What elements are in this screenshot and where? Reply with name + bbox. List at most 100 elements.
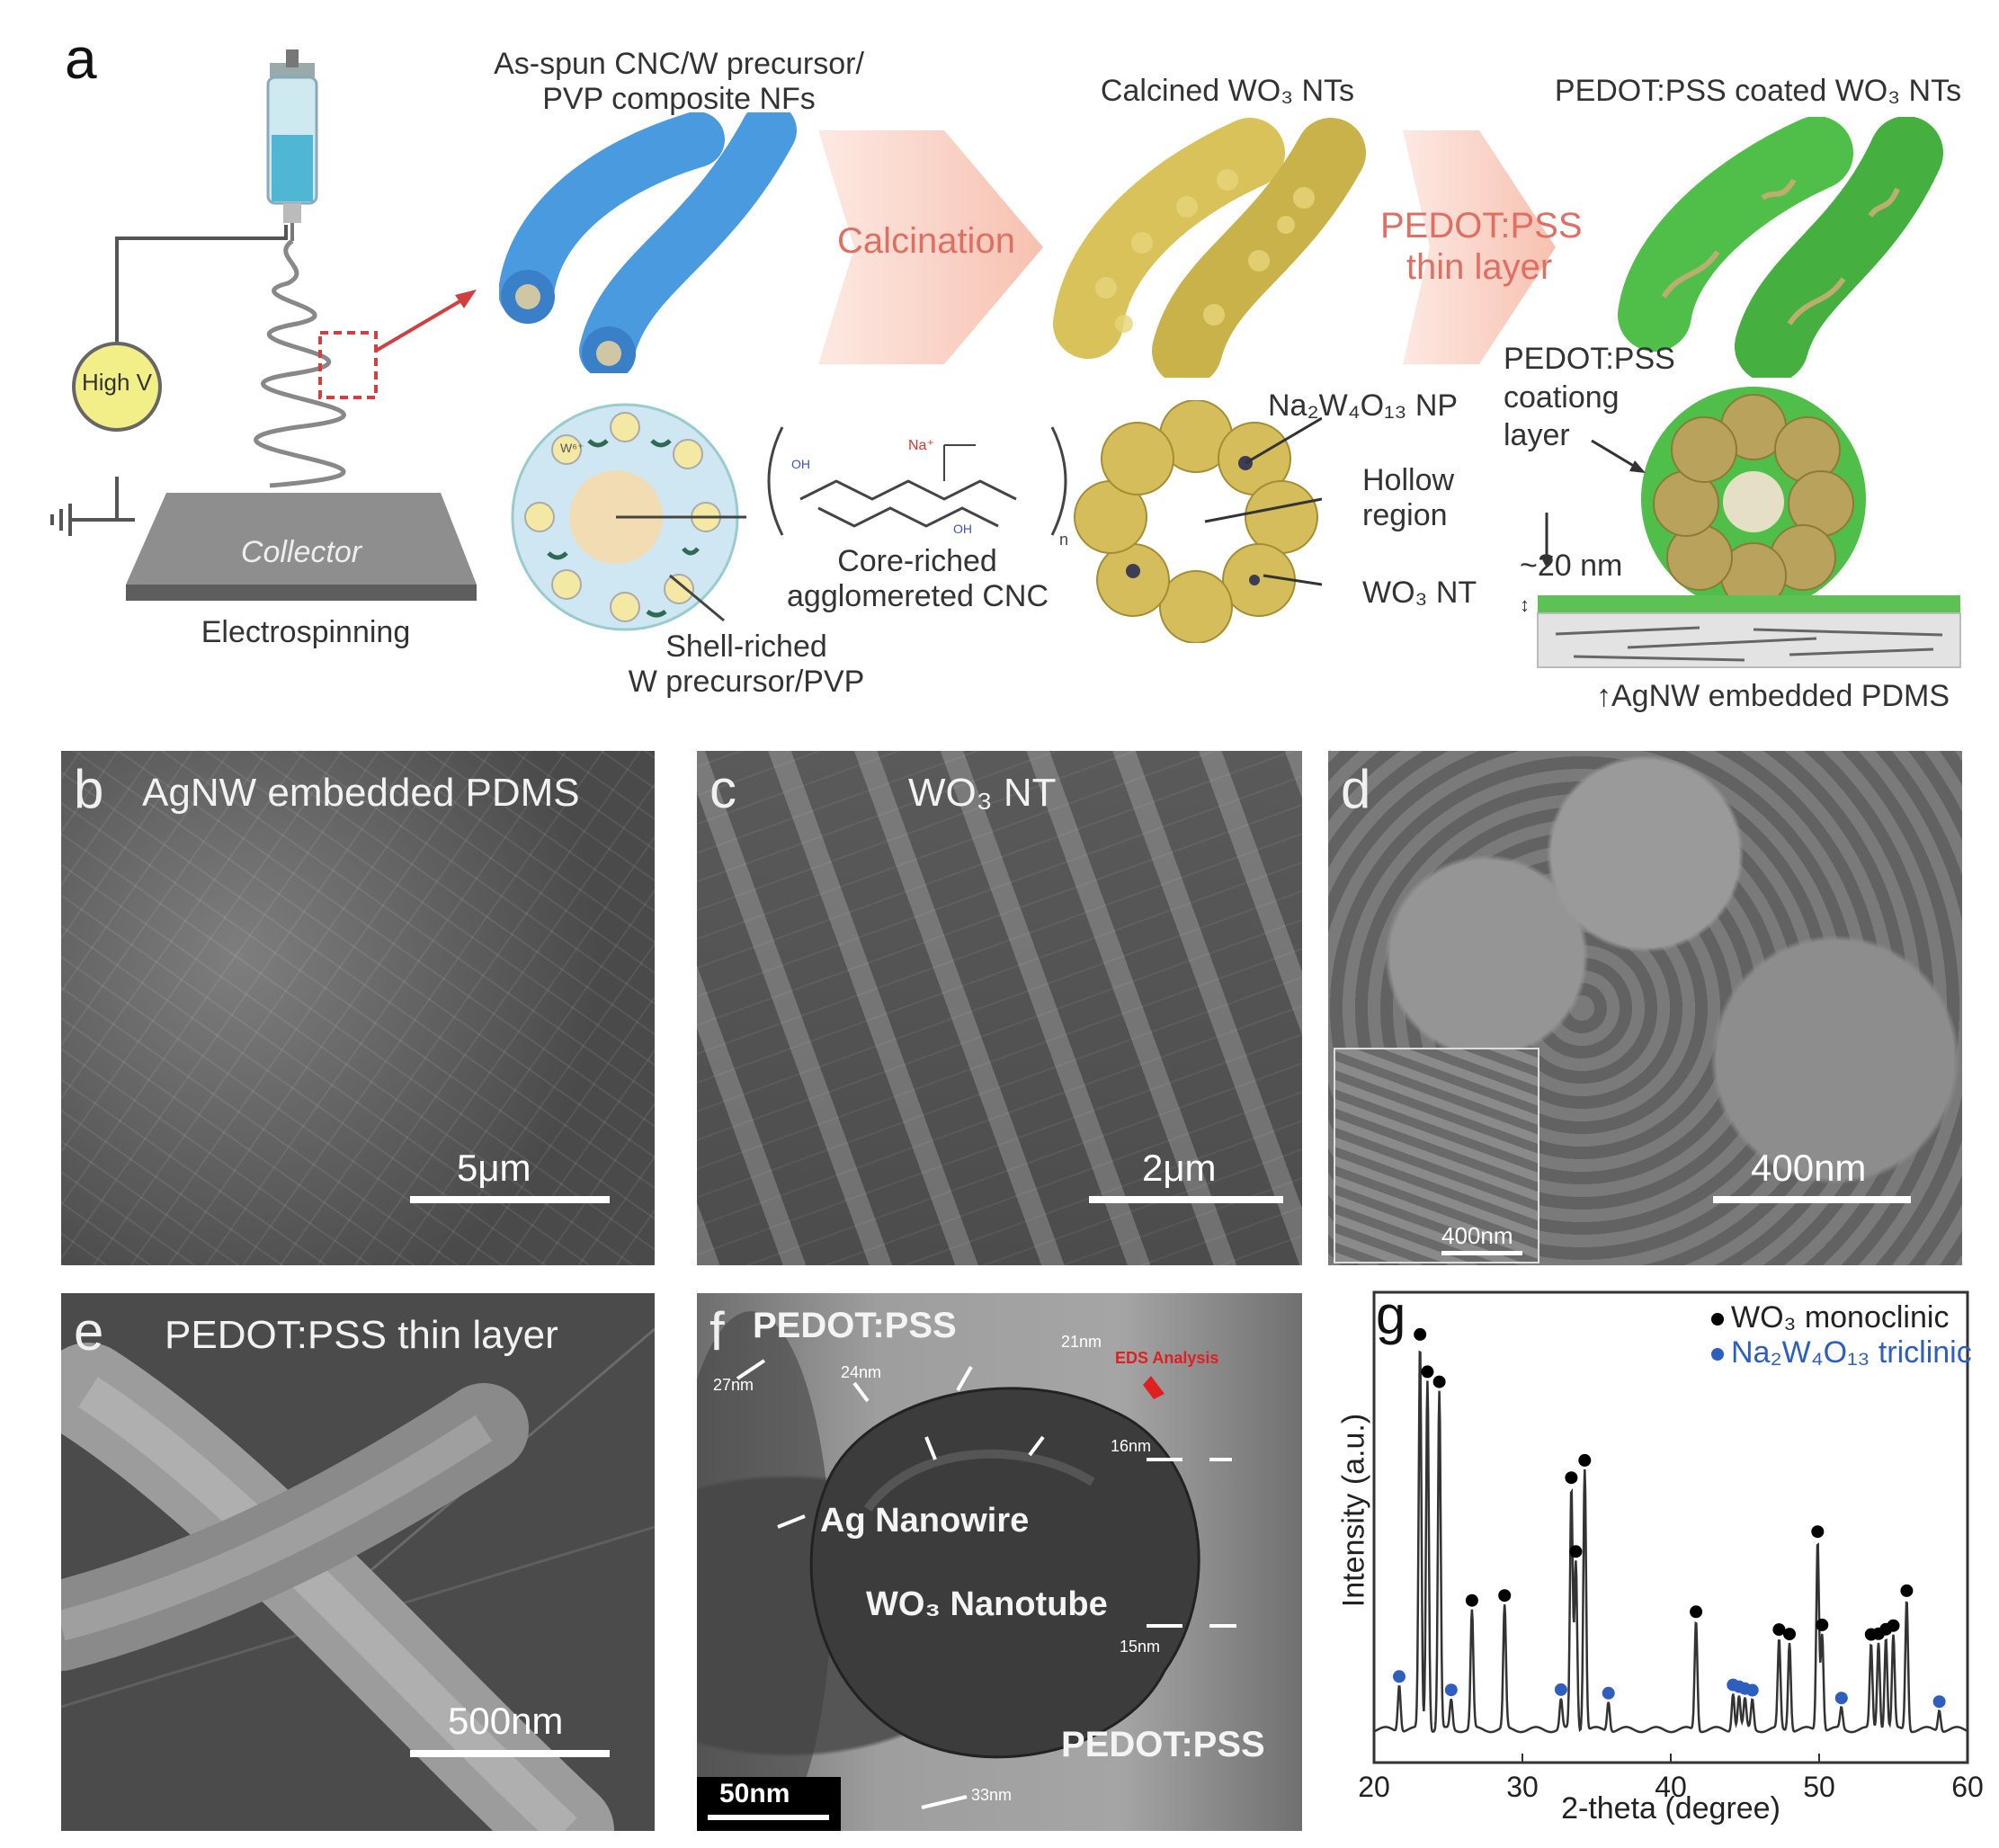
xrd-ylabel: Intensity (a.u.) (1336, 1413, 1371, 1608)
coated-nanotube-cross-section (1641, 387, 1866, 612)
wo3-peak-marker (1811, 1525, 1825, 1539)
circuit-wire-lower (115, 477, 135, 522)
wo3-peak-marker (1421, 1365, 1434, 1379)
na-peak-marker (1745, 1683, 1759, 1697)
wo3-nanotube-cross-section (1074, 400, 1322, 643)
cnc-chemical-structure (767, 426, 1067, 536)
panel-e-scale-label: 500nm (448, 1700, 564, 1742)
panel-d-letter: d (1341, 759, 1371, 819)
panel-f-scale-bar (708, 1815, 829, 1820)
pdms-substrate: ↕ (1520, 594, 1961, 668)
wo3-peak-marker (1498, 1589, 1512, 1602)
electrospinning-label: Electrospinning (201, 615, 411, 649)
panel-b-scale-bar (410, 1196, 610, 1203)
panel-b-title: AgNW embedded PDMS (142, 771, 580, 815)
panel-e-sem: e PEDOT:PSS thin layer 500nm (61, 1293, 655, 1831)
wo3-peak-marker (1569, 1545, 1583, 1558)
thickness-label: ~20 nm (1520, 549, 1623, 583)
panel-f-21nm: 21nm (1061, 1333, 1102, 1351)
panel-f-24nm: 24nm (841, 1363, 882, 1381)
coating-pointer-arrows (1540, 439, 1646, 568)
panel-f-ag-label: Ag Nanowire (820, 1502, 1030, 1540)
x-tick-label: 50 (1803, 1771, 1835, 1803)
x-tick-label: 20 (1358, 1771, 1390, 1803)
wo3-peak-marker (1690, 1605, 1703, 1619)
calcination-arrow (818, 130, 1043, 364)
coating-layer-label: PEDOT:PSS coationg layer (1504, 342, 1675, 452)
panel-d-inset: 400nm (1334, 1048, 1539, 1263)
panel-e-scale-bar (410, 1750, 610, 1757)
wo3-peak-marker (1578, 1453, 1592, 1467)
zoom-box (318, 331, 378, 399)
panel-d-scale-label: 400nm (1751, 1147, 1867, 1189)
fiber-jet (254, 238, 346, 488)
panel-f-wo3-label: WO₃ Nanotube (866, 1585, 1108, 1623)
xrd-xlabel: 2-theta (degree) (1561, 1791, 1780, 1826)
na-peak-marker (1602, 1686, 1615, 1700)
na-np-label: Na₂W₄O₁₃ NP (1268, 388, 1459, 423)
panel-b-scale-label: 5μm (457, 1147, 531, 1189)
fiber-cross-section (511, 403, 746, 631)
wo3-peak-marker (1887, 1619, 1900, 1632)
panel-c-scale-bar (1089, 1196, 1283, 1203)
panel-f-tem: f PEDOT:PSS EDS Analysis 27nm 24nm 21nm … (697, 1293, 1302, 1831)
calcined-title: Calcined WO₃ NTs (1100, 74, 1355, 108)
calcination-label: Calcination (837, 221, 1015, 261)
panel-f-33nm: 33nm (971, 1786, 1013, 1804)
panel-a: a High V Collect (0, 0, 1999, 728)
panel-b-sem: b AgNW embedded PDMS 5μm (61, 751, 655, 1265)
syringe-icon (266, 49, 318, 241)
panel-c-scale-label: 2μm (1142, 1147, 1217, 1189)
zoom-arrow (374, 295, 469, 353)
na-peak-marker (1554, 1683, 1567, 1696)
high-voltage-source (72, 342, 162, 432)
wo3-peak-marker (1432, 1375, 1446, 1388)
panel-d-scale-bar (1713, 1196, 1911, 1203)
core-riched-label: Core-riched agglomereted CNC (787, 544, 1049, 614)
panel-c-letter: c (709, 759, 736, 819)
xrd-legend: WO₃ monoclinic Na₂W₄O₁₃ triclinic (1711, 1300, 1972, 1370)
agnw-pdms-label: ↑AgNW embedded PDMS (1596, 679, 1950, 713)
oh-label-1: OH (791, 457, 810, 471)
panel-f-particle (697, 1311, 1236, 1831)
wo3-peak-marker (1772, 1623, 1786, 1637)
x-tick-label: 40 (1655, 1771, 1687, 1803)
na-peak-marker (1932, 1695, 1946, 1709)
coated-title: PEDOT:PSS coated WO₃ NTs (1554, 74, 1962, 108)
oh-label-2: OH (953, 522, 972, 536)
panel-f-scale-label: 50nm (719, 1779, 790, 1808)
wo3-peak-marker (1465, 1594, 1478, 1607)
xrd-frame (1372, 1290, 1969, 1764)
panel-a-letter: a (65, 26, 97, 91)
panel-f-16nm: 16nm (1111, 1437, 1152, 1455)
panel-f-eds-label: EDS Analysis (1115, 1349, 1219, 1367)
electrospinning-apparatus (50, 49, 477, 601)
na-peak-marker (1444, 1683, 1458, 1697)
panel-e-title: PEDOT:PSS thin layer (165, 1313, 558, 1357)
wo3-peak-marker (1414, 1327, 1427, 1341)
panel-f-scale-box (697, 1777, 841, 1831)
panel-d-inset-scale-label: 400nm (1441, 1222, 1513, 1249)
collector-plate (126, 493, 477, 585)
panel-f-pedot-top: PEDOT:PSS (753, 1306, 957, 1345)
x-tick-label: 30 (1506, 1771, 1539, 1803)
legend-marker-wo3 (1711, 1313, 1724, 1326)
wo3-peak-marker (1816, 1618, 1829, 1631)
na-peak-marker (1834, 1692, 1848, 1705)
panel-d-inset-scale-bar (1441, 1251, 1522, 1255)
circuit-wire (115, 225, 288, 387)
panel-f-letter: f (709, 1301, 725, 1361)
panel-c-title: WO₃ NT (908, 771, 1057, 815)
wo3-peak-marker (1900, 1584, 1914, 1597)
high-v-label: High V (81, 369, 153, 396)
pedot-coating-arrow (1403, 130, 1556, 364)
svg-text:↕: ↕ (1520, 594, 1530, 616)
pedot-thin-layer-label: PEDOT:PSS thin layer (1380, 206, 1583, 287)
xrd-pattern-line (1373, 1350, 1968, 1734)
ground-icon (50, 504, 117, 536)
panel-e-letter: e (74, 1301, 104, 1361)
polymer-n-label: n (1059, 531, 1069, 549)
na-ion-label: Na⁺ (908, 438, 934, 453)
